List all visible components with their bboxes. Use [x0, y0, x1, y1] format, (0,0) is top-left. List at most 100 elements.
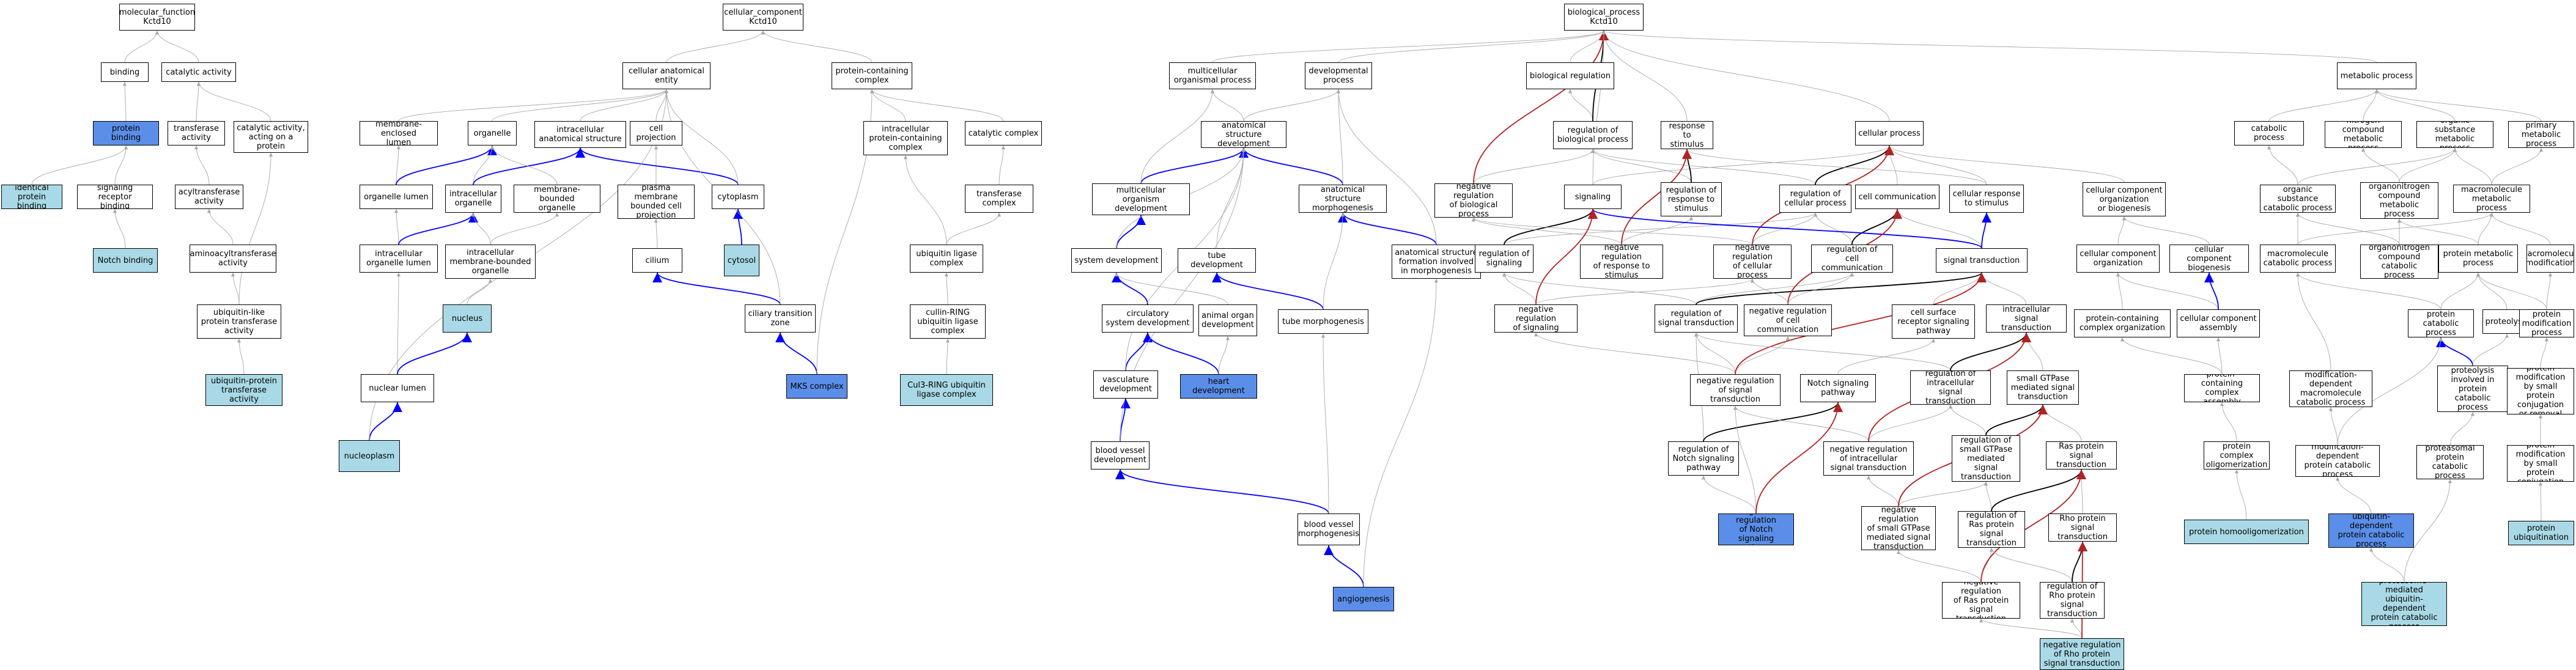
edge-negregintrast-to-regintrast [1868, 404, 1953, 442]
edge-asfim-to-devproc [1336, 89, 1437, 245]
go-term-bp: biological_process Kctd10 [1564, 4, 1644, 31]
edge-intramemorg-to-membound [490, 212, 559, 245]
edge-cytoplasm-to-cae [664, 89, 739, 185]
edge-binding-to-mf [124, 30, 160, 63]
edge-bvmorph-to-tubemorph [1321, 333, 1329, 514]
go-term-protmodconj: protein modification by small protein co… [2507, 445, 2574, 482]
edge-intraorglumen-to-orglumen [394, 208, 399, 245]
go-term-negregcp: negative regulation of cellular process [1713, 245, 1792, 279]
go-term-heartdev: heart development [1180, 374, 1257, 399]
go-term-protmedubiq: proteasome-mediated ubiquitin-dependent … [2361, 582, 2447, 626]
go-term-negregras: negative regulation of Ras protein signa… [1942, 582, 2020, 619]
go-term-sigrec: signaling receptor binding [77, 185, 153, 209]
edge-negregnotch-to-regnotch [1701, 475, 1757, 514]
edge-asfim-to-asm [1338, 212, 1437, 245]
go-term-tubemorph: tube morphogenesis [1278, 309, 1368, 334]
edge-regcp-to-regbp [1590, 149, 1816, 185]
go-term-protcat: protein catabolic process [2408, 309, 2474, 337]
go-term-cytoplasm: cytoplasm [712, 185, 764, 209]
edge-protmod-to-protmet [2476, 272, 2547, 310]
edge-bvmorph-to-bvdev [1115, 469, 1329, 514]
edge-negregcp-to-negregbp [1471, 217, 1753, 245]
go-term-negregsmallgtp: negative regulation of small GTPase medi… [1861, 506, 1936, 550]
edge-regst-to-regsig [1502, 272, 1697, 305]
go-term-bioreg: biological regulation [1526, 62, 1614, 89]
edge-asd-to-multiorg [1210, 89, 1244, 122]
go-term-transcomplex: transferase complex [965, 185, 1033, 213]
edge-moddep-to-macrocat [2295, 272, 2331, 371]
edge-macrocat-to-macromet [2297, 212, 2494, 245]
go-term-mf: molecular_function Kctd10 [119, 4, 195, 31]
go-term-mks: MKS complex [786, 374, 847, 399]
go-term-catact: catalytic activity [161, 62, 236, 82]
edge-transcomplex-to-catcomplex [998, 145, 1006, 185]
edge-negregst-to-sigtrans [1735, 272, 1987, 375]
edge-multiorg-to-bp [1212, 30, 1606, 63]
edge-protcat-to-macrocat [2295, 272, 2441, 310]
edge-protmod-to-macromod [2546, 272, 2553, 310]
edge-negregst-to-regst [1694, 332, 1736, 375]
edge-asm-to-devproc [1336, 89, 1343, 185]
edge-transf-to-catact [196, 81, 201, 122]
go-term-cytosol: cytosol [724, 245, 759, 276]
edge-devproc-to-bp [1338, 30, 1606, 63]
edge-regintrast-to-regst [1694, 332, 1951, 371]
go-term-negregbp: negative regulation of biological proces… [1434, 183, 1513, 218]
edge-negregras-to-ras [1980, 469, 2087, 583]
edge-nuclumen-to-nucleus [397, 332, 473, 375]
edge-negregresp-to-negregbp [1471, 217, 1622, 245]
edge-metab-to-bp [1602, 30, 2377, 63]
edge-negregst-to-negregsig [1533, 332, 1736, 375]
go-term-cellresp: cellular response to stimulus [1949, 185, 2024, 213]
edge-regst-to-regcc [1696, 272, 1854, 305]
edge-catprot-to-catact [196, 81, 271, 122]
edge-notchpath-to-cellsurf [1837, 338, 1936, 375]
edge-sigrec-to-protbind [114, 145, 128, 185]
edge-organelle-to-cae [492, 89, 669, 122]
go-term-intramemorg: intracellular membrane-bounded organelle [445, 245, 536, 279]
go-term-protmod: protein modification process [2519, 309, 2574, 337]
edge-orglumen-to-organelle [396, 145, 498, 185]
edge-catabolic-to-metab [2268, 89, 2379, 122]
go-term-intraanat: intracellular anatomical structure [534, 121, 626, 148]
edge-negregcc-to-regcc [1787, 272, 1854, 305]
edge-regras-to-regsmallgtp [1984, 481, 1992, 512]
go-term-regsig: regulation of signaling [1475, 245, 1533, 273]
go-term-orgnitro: organonitrogen compound metabolic proces… [2360, 182, 2438, 219]
go-term-respstim: response to stimulus [1661, 121, 1713, 149]
edge-intraorglumen-to-intraorg [398, 212, 479, 245]
go-term-regcc: regulation of cell communication [1811, 245, 1893, 273]
edge-regsig-to-regcp [1504, 212, 1818, 245]
edge-regst-to-sigtrans [1696, 272, 1987, 305]
go-term-regsmallgtp: regulation of small GTPase mediated sign… [1952, 435, 2020, 482]
edge-pccassem-to-pccorg [2120, 337, 2223, 375]
edge-negregsmallgtp-to-negregintrast [1866, 475, 1899, 507]
edge-multidev-to-multiorg [1140, 89, 1215, 184]
edge-ccob-to-cellproc [1887, 145, 2125, 183]
go-term-intrapcc: intracellular protein-containing complex [863, 121, 948, 155]
go-term-animorg: animal organ development [1198, 304, 1257, 336]
edge-ubiqligase-to-transcomplex [946, 212, 1002, 245]
go-term-memlumen: membrane-enclosed lumen [360, 121, 438, 145]
edge-ccb-to-ccob [2122, 216, 2210, 245]
edge-moddepprot-to-moddep [2328, 407, 2338, 446]
edge-regresp-to-regbp [1590, 149, 1692, 183]
edge-protoligo-to-pcoligo [2234, 469, 2247, 520]
edge-pcc-to-cc [761, 30, 873, 63]
go-term-nuclumen: nuclear lumen [361, 374, 434, 402]
go-term-multiorg: multicellular organismal process [1169, 62, 1256, 89]
edge-proteasomal-to-proteolcat [2449, 411, 2475, 446]
go-term-catabolic: catabolic process [2234, 121, 2304, 145]
edge-negregsig-to-signaling [1535, 208, 1598, 305]
go-term-macromod: macromolecule modification [2526, 245, 2574, 273]
go-term-negregintrast: negative regulation of intracellular sig… [1823, 441, 1914, 476]
go-term-pccassem: protein-containing complex assembly [2184, 374, 2260, 402]
edge-catact-to-mf [155, 30, 199, 63]
edge-primmet-to-metab [2374, 89, 2542, 122]
go-term-sysdev: system development [1071, 248, 1162, 273]
go-term-regintrast: regulation of intracellular signal trans… [1910, 370, 1991, 405]
go-term-sigtrans: signal transduction [1936, 248, 2028, 273]
edge-cellresp-to-respstim [1685, 149, 1987, 185]
edge-negregcc-to-negregcp [1750, 278, 1788, 305]
go-term-protbind: protein binding [93, 121, 159, 145]
